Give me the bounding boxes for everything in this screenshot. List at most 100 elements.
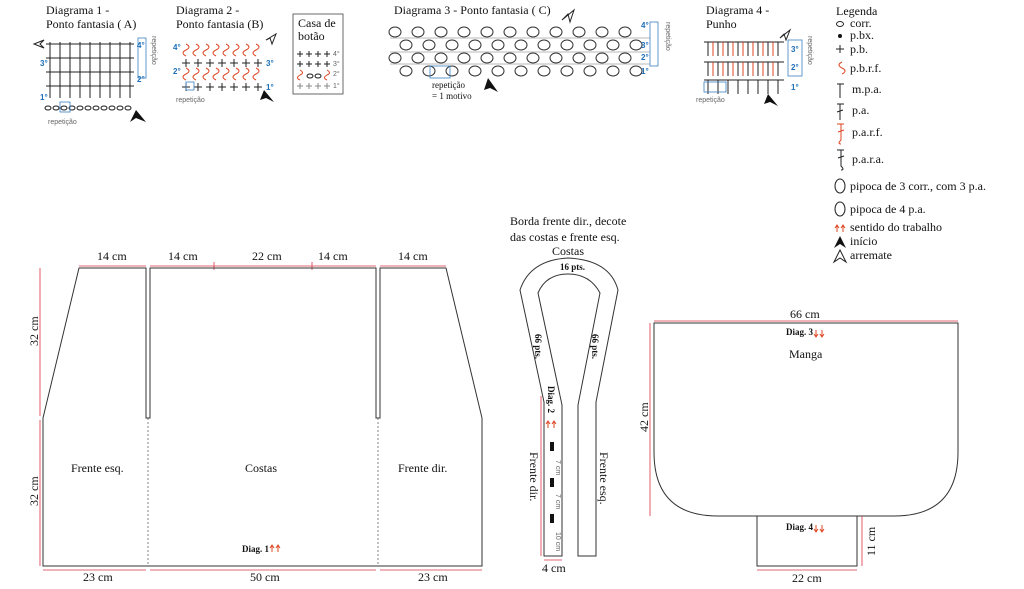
buttonhole-marker [550, 478, 554, 487]
border-right-front: Frente dir. [527, 452, 541, 501]
diagram-4-title: Diagrama 4 - [706, 3, 769, 17]
sleeve-height: 42 cm [637, 402, 651, 432]
d2-row-1: 1° [266, 83, 274, 92]
start-arrow-icon [260, 90, 274, 102]
legend-label-hdc: m.p.a. [852, 82, 882, 96]
finish-arrow-icon [779, 28, 792, 42]
sleeve-pattern: 66 cm 42 cm Diag. 3 Manga Diag. 4 11 cm … [637, 307, 959, 585]
border-subtitle: das costas e frente esq. [510, 230, 620, 244]
border-right-pts: 66 pts. [590, 334, 600, 359]
finish-arrow-icon [32, 39, 45, 49]
diagram-4-stitch-grid [703, 39, 803, 94]
d2-row-2: 2° [173, 67, 181, 76]
d2-repeat-bottom: repetição [176, 97, 205, 104]
legend-label-popcorn3: pipoca de 3 corr., com 3 p.a. [850, 179, 986, 193]
piece-back: Costas [245, 461, 277, 475]
buttonhole-box: Casa de botão 4° 3° 2° 1° [292, 13, 344, 95]
cuff-height: 11 cm [864, 526, 878, 556]
d2-row-4: 4° [173, 43, 181, 52]
front-post-dc-icon [837, 123, 845, 145]
d1-repeat-side: repetição [150, 36, 157, 65]
start-arrow-icon [484, 78, 498, 92]
dim-top-right-front: 14 cm [398, 249, 428, 263]
diag-4-label: Diag. 4 [786, 522, 814, 532]
diag-3-label: Diag. 3 [786, 327, 814, 337]
d4-row-2: 2° [791, 63, 799, 72]
double-crochet-icon [836, 103, 844, 120]
d1-row-4: 4° [137, 41, 145, 50]
popcorn-4-icon [834, 201, 846, 217]
start-arrow-icon [834, 236, 846, 248]
buttonhole-row-1: 1° [333, 82, 340, 90]
finish-arrow-icon [561, 8, 576, 24]
d3-repeat-side: repetição [664, 22, 671, 51]
border-title: Borda frente dir., decote [510, 214, 626, 228]
legend-label-popcorn4: pipoca de 4 p.a. [850, 202, 926, 216]
border-top-pts: 16 pts. [560, 262, 585, 272]
legend-label-start: início [850, 234, 877, 248]
legend-label-bpdc: p.a.r.a. [852, 152, 884, 166]
diagram-3-title: Diagrama 3 - Ponto fantasia ( C) [394, 3, 551, 17]
buttonhole-subtitle: botão [298, 29, 325, 43]
legend-label-slip: p.bx. [850, 28, 874, 42]
direction-arrows-icon [269, 544, 281, 552]
start-arrow-icon [764, 94, 778, 106]
legend-label-dc: p.a. [852, 103, 869, 117]
diagram-3: Diagrama 3 - Ponto fantasia ( C) 4° 3° 2… [388, 3, 671, 101]
d4-repeat-bottom: repetição [696, 97, 725, 104]
dim-bottom-right-front: 23 cm [418, 570, 448, 584]
d2-row-3: 3° [266, 59, 274, 68]
diagram-3-popcorn-grid [388, 26, 650, 77]
border-left-pts: 66 pts. [533, 334, 543, 359]
dim-side-lower: 32 cm [27, 476, 41, 506]
dim-top-back-left: 14 cm [168, 249, 198, 263]
finish-arrow-icon [265, 32, 278, 46]
diagram-4-subtitle: Punho [706, 17, 737, 31]
buttonhole-title: Casa de [298, 16, 336, 30]
buttonhole-row-2: 2° [333, 70, 340, 78]
legend-label-chain: corr. [850, 16, 872, 30]
legend-icons [832, 21, 848, 264]
legend-title: Legenda [836, 4, 878, 18]
direction-arrows-icon [813, 525, 825, 533]
buttonhole-marker [550, 514, 554, 523]
d3-repeat-bottom: repetição [432, 80, 465, 90]
popcorn-3-icon [834, 178, 846, 194]
finish-arrow-icon [832, 248, 848, 264]
d4-row-1: 1° [791, 83, 799, 92]
sleeve-top-dim: 66 cm [790, 307, 820, 321]
slip-stitch-icon [838, 34, 842, 38]
d3-row-3: 3° [641, 41, 649, 50]
legend-label-direction: sentido do trabalho [850, 220, 942, 234]
diag-2-label: Diag. 2 [546, 386, 556, 414]
diagram-2-title: Diagrama 2 - [176, 3, 239, 17]
dim-top-left-front: 14 cm [97, 249, 127, 263]
start-arrow-icon [130, 110, 146, 122]
border-pattern: Borda frente dir., decote das costas e f… [510, 214, 626, 575]
direction-arrows-icon [813, 330, 825, 338]
legend: Legenda corr. p.bx. p.b. p.b.r.f. m.p.a.… [832, 4, 986, 264]
dim-bottom-left-front: 23 cm [83, 570, 113, 584]
buttonhole-row-3: 3° [333, 60, 340, 68]
direction-arrows-icon [834, 224, 846, 232]
direction-arrows-icon [545, 420, 557, 428]
diagram-1-title: Diagrama 1 - [46, 3, 109, 17]
dim-top-back-neck: 22 cm [252, 249, 282, 263]
sleeve-label: Manga [789, 347, 823, 361]
legend-label-fpsc: p.b.r.f. [850, 61, 881, 75]
buttonhole-gap-1: 7 cm [554, 460, 561, 475]
buttonhole-gap-3: 10 cm [554, 532, 561, 551]
piece-left-front: Frente esq. [71, 461, 124, 475]
cuff-width: 22 cm [792, 571, 822, 585]
diagram-1-stitch-grid [44, 37, 147, 113]
d1-row-3: 3° [40, 59, 48, 68]
back-post-dc-icon [837, 149, 845, 171]
d4-row-3: 3° [791, 45, 799, 54]
legend-label-sc: p.b. [850, 42, 868, 56]
d3-motif-note: = 1 motivo [432, 91, 472, 101]
buttonhole-marker [550, 442, 554, 451]
d1-repeat-bottom: repetição [48, 119, 77, 126]
dim-top-back-right: 14 cm [318, 249, 348, 263]
diagram-2: Diagrama 2 - Ponto fantasia (B) 4° 3° 2°… [173, 3, 278, 104]
